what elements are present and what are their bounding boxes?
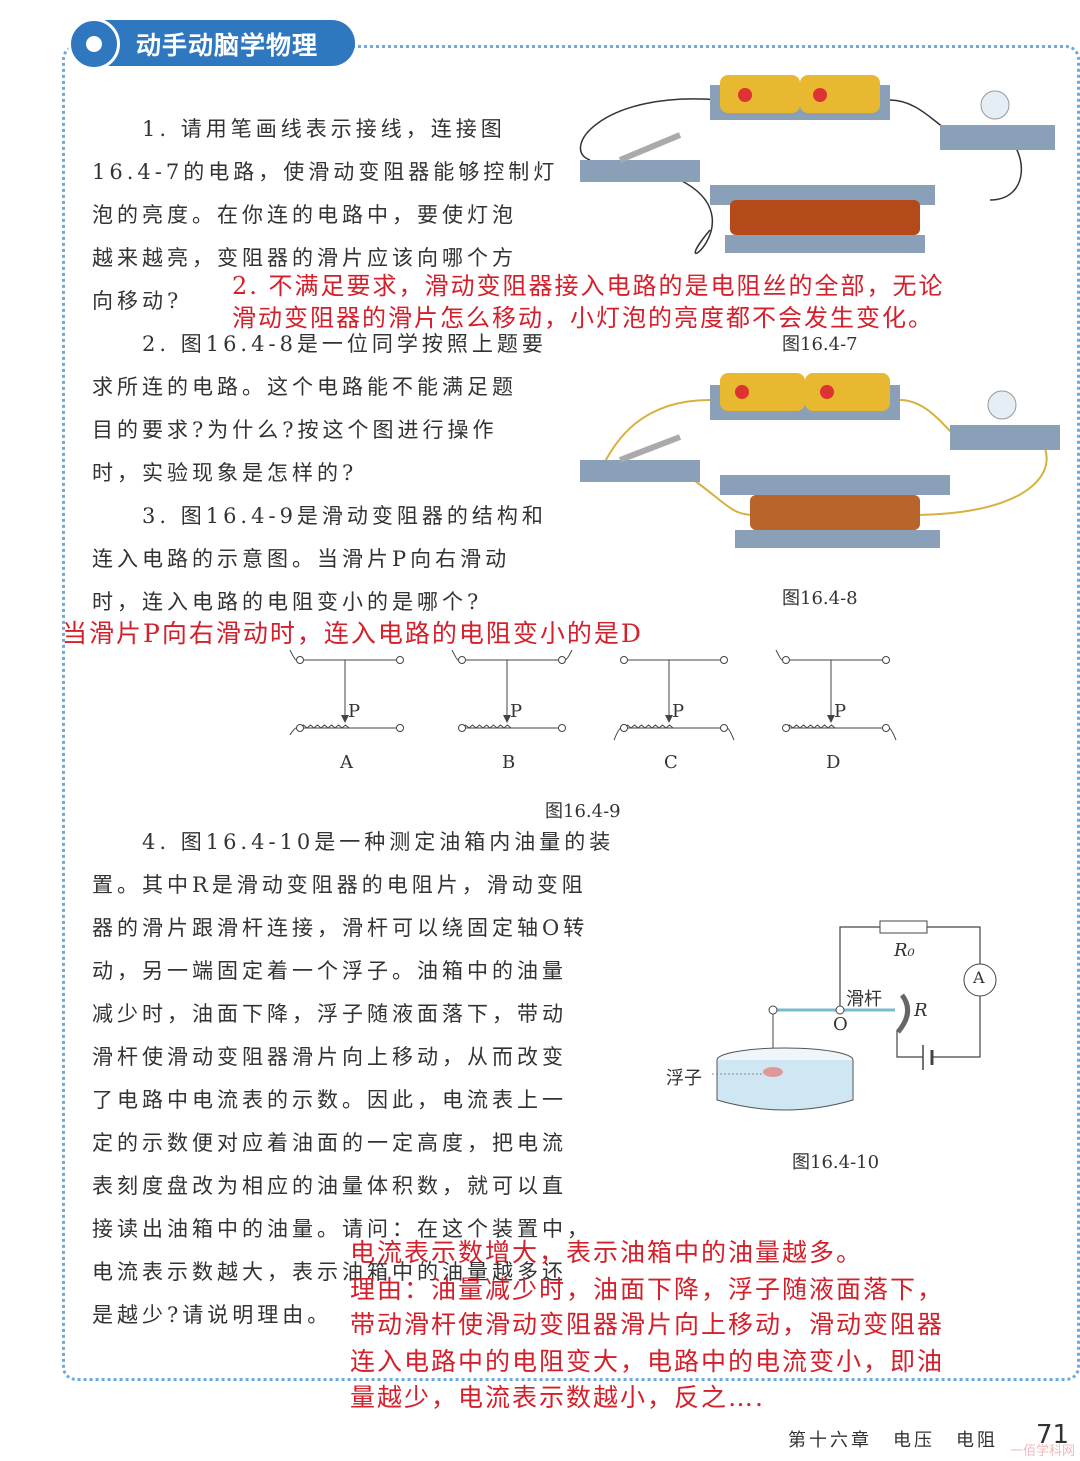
answer-2-line: 滑动变阻器的滑片怎么移动，小灯泡的亮度都不会发生变化。 [232,304,934,332]
slider-p-label: P [510,701,523,722]
answer-4-line: 量越少，电流表示数越小，反之…. [350,1383,765,1412]
page-number: 71 [1036,1420,1070,1450]
section-header-badge: 动手动脑学物理 [68,18,355,70]
figure-caption: 图16.4-9 [545,801,621,822]
option-label: C [664,752,678,773]
answer-3: 当滑片P向右滑动时，连入电路的电阻变小的是D [62,619,643,648]
rod-label: 滑杆 [846,989,882,1010]
q2-line: 求所连的电路。这个电路能不能满足题 [92,375,517,399]
rheostat-diagram [775,649,897,741]
ammeter-label: A [973,968,985,987]
figure-16-4-10 [712,920,997,1111]
q4-line: 置。其中R是滑动变阻器的电阻片，滑动变阻 [92,873,587,897]
q2-line: 时，实验现象是怎样的? [92,461,358,485]
pivot-label: O [833,1014,848,1035]
q4-line: 表刻度盘改为相应的油量体积数，就可以直 [92,1174,567,1198]
q3-line: 时，连入电路的电阻变小的是哪个? [92,590,483,614]
option-label: D [826,752,841,773]
answer-4-line: 理由：油量减少时，油面下降，浮子随液面落下， [350,1275,945,1304]
q4-line: 定的示数便对应着油面的一定高度，把电流 [92,1131,567,1155]
answer-4-line: 电流表示数增大，表示油箱中的油量越多。 [350,1238,864,1267]
q3-line: 连入电路的示意图。当滑片P向右滑动 [92,547,511,571]
section-frame [62,45,1080,1381]
option-label: A [340,752,353,773]
q4-line: 动，另一端固定着一个浮子。油箱中的油量 [92,959,567,983]
option-label: B [502,752,516,773]
q1-line: 泡的亮度。在你连的电路中，要使灯泡 [92,203,517,227]
rheostat-diagram [613,656,735,741]
section-logo-icon [68,18,120,70]
slider-p-label: P [834,701,847,722]
slider-p-label: P [672,701,685,722]
q2-line: 2. 图16.4-8是一位同学按照上题要 [142,332,547,356]
q3-line: 3. 图16.4-9是滑动变阻器的结构和 [142,504,547,528]
q1-line: 向移动? [92,289,183,313]
figure-caption: 图16.4-7 [782,334,858,355]
figure-16-4-9: P A P B P C P D [280,645,920,785]
float-label: 浮子 [666,1068,702,1089]
rheostat-diagram [289,649,404,736]
rheostat-diagram [451,649,573,732]
q4-line: 滑杆使滑动变阻器滑片向上移动，从而改变 [92,1045,567,1069]
q4-line: 电流表示数越大，表示油箱中的油量越多还 [92,1260,567,1284]
q4-line: 是越少?请说明理由。 [92,1303,333,1327]
q4-line: 接读出油箱中的油量。请问：在这个装置中， [92,1217,592,1241]
q4-line: 器的滑片跟滑杆连接，滑杆可以绕固定轴O转 [92,916,589,940]
chapter-footer: 第十六章 电压 电阻 [788,1430,998,1451]
figure-caption: 图16.4-10 [792,1152,880,1173]
answer-2-line: 2. 不满足要求，滑动变阻器接入电路的是电阻丝的全部，无论 [232,272,945,300]
figure-16-4-7 [579,75,1055,255]
figure-caption: 图16.4-8 [782,588,858,609]
q4-line: 减少时，油面下降，浮子随液面落下，带动 [92,1002,567,1026]
answer-4-line: 连入电路中的电阻变大，电路中的电流变小，即油 [350,1347,945,1376]
section-title: 动手动脑学物理 [136,31,319,60]
q1-line: 1. 请用笔画线表示接线，连接图 [142,117,506,141]
answer-4-line: 带动滑杆使滑动变阻器滑片向上移动，滑动变阻器 [350,1310,945,1339]
q4-line: 了电路中电流表的示数。因此，电流表上一 [92,1088,567,1112]
q1-line: 越来越亮，变阻器的滑片应该向哪个方 [92,246,517,270]
q4-line: 4. 图16.4-10是一种测定油箱内油量的装 [142,830,615,854]
q1-line: 16.4-7的电路，使滑动变阻器能够控制灯 [92,160,559,184]
r0-label: R₀ [894,940,915,961]
r-label: R [914,1000,928,1021]
watermark: 一佰学科网 [1010,1444,1076,1459]
q2-line: 目的要求?为什么?按这个图进行操作 [92,418,498,442]
figure-16-4-8 [580,373,1060,548]
slider-p-label: P [348,701,361,722]
